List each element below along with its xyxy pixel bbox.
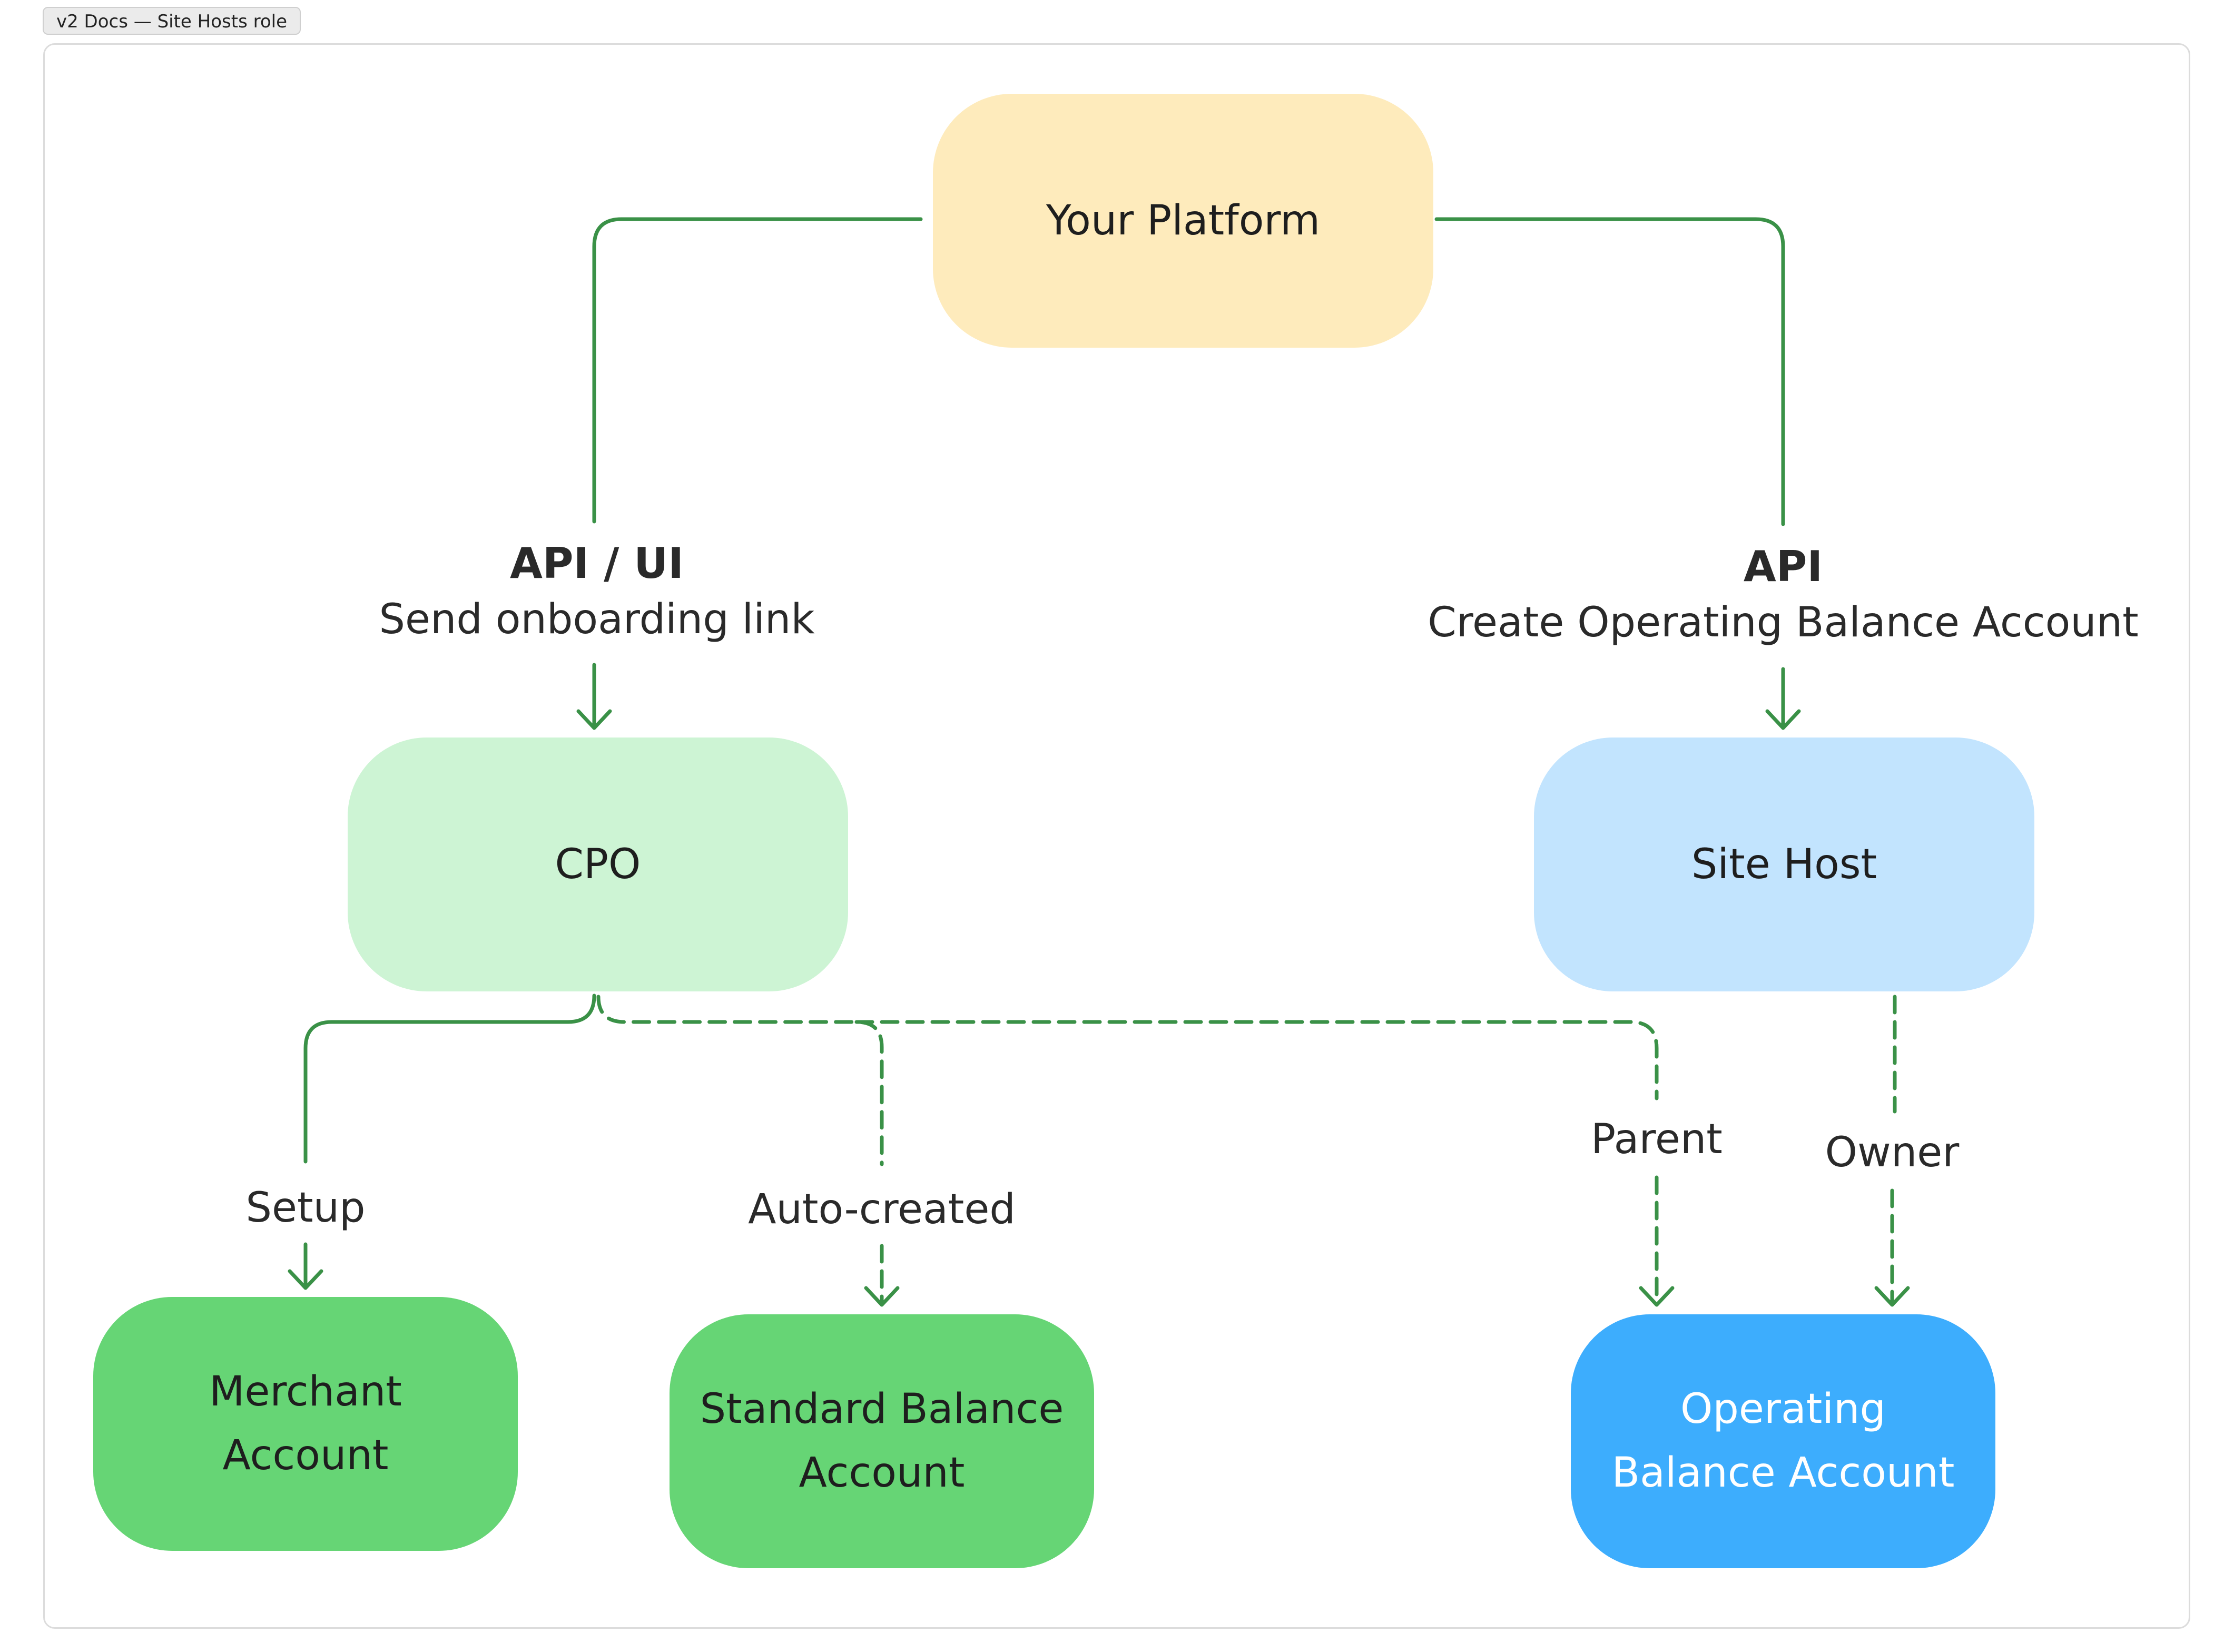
- edge-label-owner-text: Owner: [1825, 1129, 1960, 1176]
- edge-label-parent-text: Parent: [1591, 1116, 1723, 1163]
- node-operating-balance-account-label: Operating Balance Account: [1611, 1385, 1955, 1497]
- edge-label-auto-created-text: Auto-created: [748, 1186, 1016, 1233]
- edge-label-owner: Owner: [1825, 1122, 1960, 1184]
- edge-cpo-to-merchant: [303, 994, 596, 1164]
- node-site-host[interactable]: Site Host: [1534, 738, 2034, 991]
- edge-label-onboarding-text: Send onboarding link: [379, 596, 815, 643]
- edge-label-auto-created: Auto-created: [748, 1179, 1016, 1241]
- arrow-head-merchant: [288, 1242, 323, 1290]
- node-merchant-account-label: Merchant Account: [209, 1368, 402, 1479]
- frame-title-tab[interactable]: v2 Docs — Site Hosts role: [43, 7, 301, 35]
- node-standard-balance-account-label: Standard Balance Account: [700, 1385, 1064, 1497]
- node-site-host-label: Site Host: [1691, 840, 1877, 888]
- arrow-head-operating-owner: [1874, 1286, 1910, 1307]
- arrow-head-cpo: [576, 663, 612, 730]
- node-operating-balance-account[interactable]: Operating Balance Account: [1571, 1314, 1995, 1568]
- node-cpo[interactable]: CPO: [348, 738, 848, 991]
- node-standard-balance-account[interactable]: Standard Balance Account: [670, 1314, 1094, 1568]
- arrow-head-operating-parent: [1639, 1286, 1675, 1307]
- edge-label-create-operating-title: API: [1743, 542, 1823, 591]
- edge-label-parent: Parent: [1591, 1109, 1723, 1171]
- edge-label-onboarding: API / UI Send onboarding link: [379, 538, 815, 651]
- edge-label-setup: Setup: [245, 1177, 365, 1239]
- edge-platform-to-site-host: [1434, 217, 1785, 526]
- edge-label-setup-text: Setup: [245, 1184, 366, 1232]
- edge-platform-to-cpo: [592, 217, 923, 524]
- edge-cpo-to-standard-balance: [596, 995, 884, 1166]
- edge-label-create-operating: API Create Operating Balance Account: [1428, 542, 2139, 654]
- edge-label-create-operating-text: Create Operating Balance Account: [1428, 599, 2139, 646]
- node-merchant-account[interactable]: Merchant Account: [93, 1297, 518, 1551]
- arrow-head-standard-balance: [864, 1286, 900, 1307]
- arrow-head-site-host: [1765, 667, 1801, 730]
- node-your-platform[interactable]: Your Platform: [933, 94, 1433, 348]
- edge-cpo-to-operating-parent: [854, 1020, 1659, 1100]
- node-your-platform-label: Your Platform: [1046, 196, 1321, 244]
- node-cpo-label: CPO: [555, 840, 641, 888]
- edge-label-onboarding-title: API / UI: [510, 539, 684, 588]
